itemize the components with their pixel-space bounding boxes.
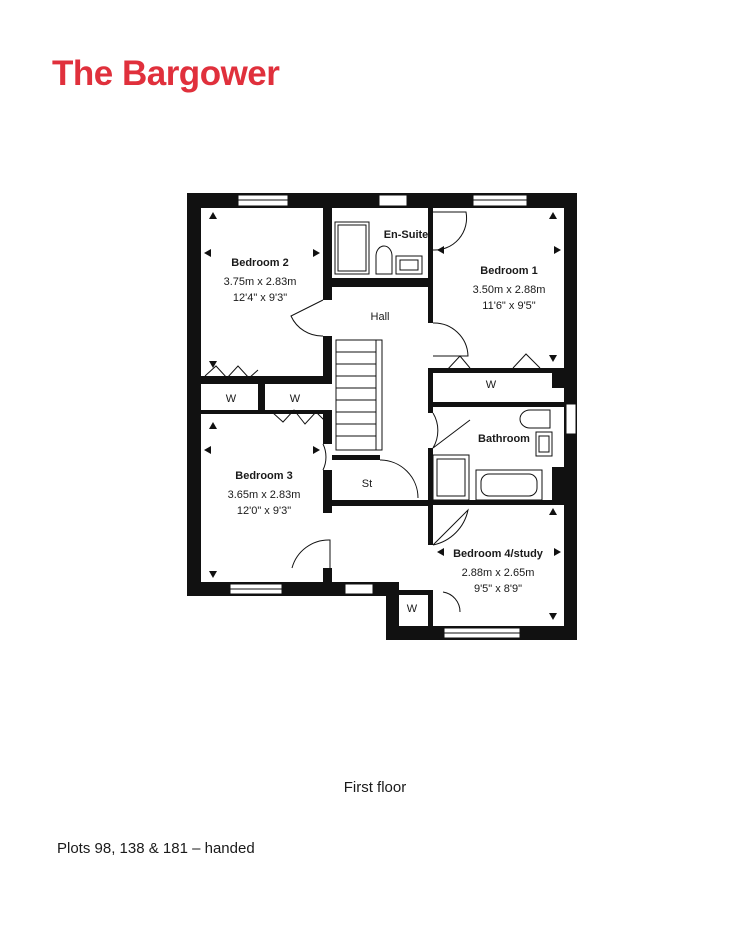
door-bed3-wardrobe: [271, 409, 325, 425]
wardrobe-bed3: W: [290, 393, 301, 405]
hall-name: Hall: [371, 311, 390, 323]
door-bed4-w: [442, 591, 461, 613]
wall-ensuite-bottom: [332, 278, 428, 287]
wall-ensuite-right: [428, 208, 433, 288]
page-title: The Bargower: [52, 54, 280, 93]
door-bed1-wardrobe: [446, 355, 471, 371]
door-bed4: [432, 508, 469, 546]
window-bathroom: [565, 403, 577, 435]
window-hall: [344, 583, 374, 595]
windows: [229, 194, 577, 639]
wall-bed3-right-upper: [323, 414, 332, 444]
wall-store-top: [332, 455, 380, 460]
bedroom1-name: Bedroom 1: [480, 265, 537, 277]
door-ensuite: [432, 211, 468, 251]
wall-bed4w-top: [399, 590, 433, 595]
door-store: [379, 459, 419, 499]
door-bed2-wardrobe: [204, 365, 259, 379]
doors: [204, 211, 541, 613]
ensuite-wc: [375, 245, 393, 275]
door-landing: [291, 539, 331, 569]
wall-bed2-right-upper: [323, 208, 332, 300]
wall-step: [386, 582, 399, 640]
bedroom4-imperial: 9'5" x 8'9": [474, 583, 522, 595]
walls: [187, 193, 577, 640]
dimension-markers: [204, 212, 561, 620]
wall-bed1-w-corner: [552, 368, 564, 388]
wall-w-divider: [258, 376, 265, 412]
wall-wardrobes-top: [201, 376, 332, 384]
window-ensuite: [378, 194, 408, 207]
plots-note: Plots 98, 138 & 181 – handed: [57, 840, 255, 857]
bedroom2-metric: 3.75m x 2.83m: [224, 276, 297, 288]
wall-bed3-corner: [323, 505, 332, 513]
bath-wc: [519, 409, 551, 429]
wall-bath-bottom: [428, 500, 564, 505]
wall-left: [187, 193, 201, 596]
wall-bath-left-lower: [428, 448, 433, 500]
wall-bed1-bottom: [428, 368, 564, 373]
wall-hall-right-mid: [428, 373, 433, 413]
wardrobe-bed2: W: [226, 393, 237, 405]
door-bed1: [432, 322, 469, 357]
wall-bed4-left-lower: [428, 590, 433, 626]
store-name: St: [362, 478, 372, 490]
bedroom3-imperial: 12'0" x 9'3": [237, 505, 291, 517]
bathroom-name: Bathroom: [478, 433, 530, 445]
bedroom3-metric: 3.65m x 2.83m: [228, 489, 301, 501]
wall-bed3-bottom-stub: [323, 568, 332, 582]
bedroom4-name: Bedroom 4/study: [453, 548, 544, 560]
wall-store-bottom: [332, 500, 428, 506]
bedroom4-metric: 2.88m x 2.65m: [462, 567, 535, 579]
door-bed1-wardrobe-2: [512, 353, 541, 369]
wardrobe-bed4: W: [407, 603, 418, 615]
wardrobe-bed1: W: [486, 379, 497, 391]
door-bed2: [290, 299, 324, 337]
door-bed3: [322, 443, 327, 471]
wall-bath-right-dark: [552, 467, 564, 500]
bedroom2-name: Bedroom 2: [231, 257, 288, 269]
wall-bed4-left: [428, 505, 433, 545]
bedroom3-name: Bedroom 3: [235, 470, 292, 482]
staircase: [335, 339, 383, 451]
bedroom1-imperial: 11'6" x 9'5": [482, 300, 535, 312]
wall-bed1-left: [428, 288, 433, 323]
bedroom1-metric: 3.50m x 2.88m: [473, 284, 546, 296]
fittings: [334, 221, 553, 501]
wall-bed3-right-lower: [323, 470, 332, 505]
wall-bed3-top: [201, 410, 332, 414]
floor-label: First floor: [343, 779, 407, 796]
bedroom2-imperial: 12'4" x 9'3": [233, 292, 287, 304]
wall-bed2-right-lower: [323, 336, 332, 376]
ensuite-name: En-Suite: [384, 229, 429, 241]
wall-bath-top: [428, 402, 564, 407]
door-bath: [432, 412, 471, 449]
